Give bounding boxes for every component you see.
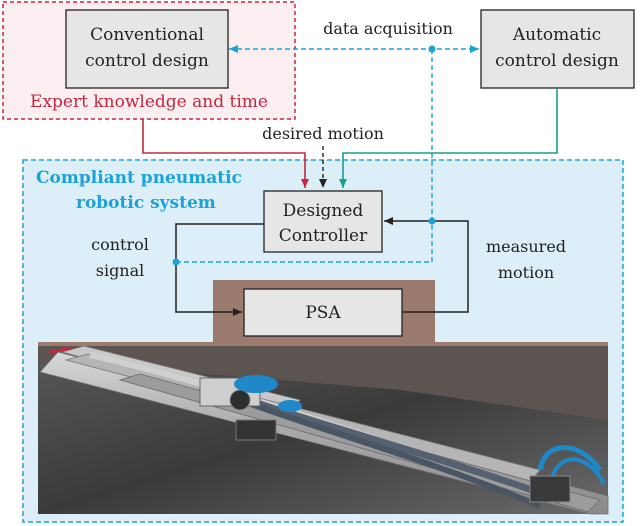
data-junction-control	[172, 258, 180, 266]
data-tap-line	[176, 49, 433, 263]
desired-motion-label: desired motion	[262, 124, 384, 143]
control-signal-line1: control	[91, 235, 149, 254]
automatic-line2: control design	[495, 51, 619, 71]
pneumatic-robot-photo	[38, 342, 609, 515]
conventional-line1: Conventional	[90, 25, 204, 45]
automatic-line1: Automatic	[512, 25, 601, 45]
controller-line2: Controller	[279, 226, 368, 246]
system-title-line1: Compliant pneumatic	[36, 168, 242, 188]
designed-controller-box: Designed Controller	[263, 190, 383, 253]
measured-motion-line2: motion	[498, 263, 554, 282]
expert-knowledge-label: Expert knowledge and time	[30, 92, 268, 112]
measured-motion-line1: measured	[486, 237, 566, 256]
conventional-line2: control design	[85, 51, 209, 71]
control-signal-line2: signal	[96, 261, 145, 280]
psa-box: PSA	[243, 288, 403, 337]
conventional-to-controller-line	[142, 119, 309, 188]
system-title-line2: robotic system	[76, 193, 216, 213]
data-junction-measured	[428, 217, 436, 225]
data-acquisition-label: data acquisition	[323, 19, 453, 38]
automatic-control-box: Automatic control design	[480, 9, 635, 89]
measured-motion-line	[384, 217, 469, 313]
conventional-control-box: Conventional control design	[65, 9, 229, 89]
controller-line1: Designed	[283, 201, 364, 221]
automatic-to-controller-line	[339, 88, 558, 188]
control-signal-line	[175, 223, 264, 316]
psa-label: PSA	[305, 303, 341, 323]
